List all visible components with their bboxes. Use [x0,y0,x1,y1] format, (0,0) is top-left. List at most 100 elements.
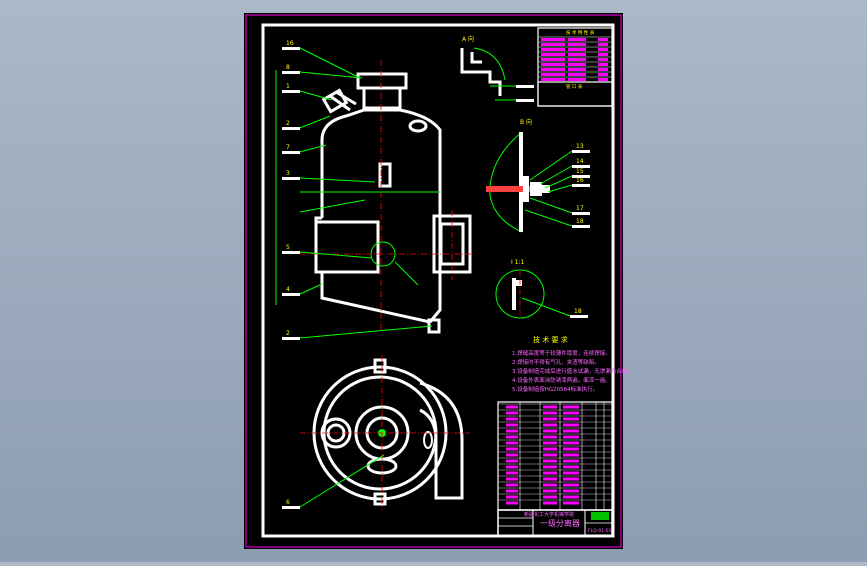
balloon-left-0: 16 [286,40,294,47]
parts-table-cell [543,501,557,505]
parts-table-cell [506,501,518,505]
balloon-right-5: 18 [576,218,584,225]
front-view [314,72,472,334]
spec-table-cell [541,63,565,66]
tech-req-0: 1.焊缝高度等于较薄件厚度，连续焊接。 [512,349,611,357]
parts-table-cell [563,405,579,409]
parts-table-cell [506,423,518,427]
spec-table-cell [598,58,608,61]
parts-table-cell [563,435,579,439]
detail-i: 18 [495,269,588,319]
spec-table-cell [568,53,586,56]
front-centerlines [300,60,475,330]
parts-table-cell [506,471,518,475]
balloon-right-6: 18 [574,308,582,315]
parts-table-cell [506,435,518,439]
spec-table-cell [568,48,586,51]
view-a-label: A 向 [462,35,474,43]
spec-table-cell [598,38,608,41]
parts-table-cell [543,423,557,427]
view-a-arc [473,47,506,81]
nozzle-table-title: 管 口 表 [566,83,583,90]
parts-table-cell [506,429,518,433]
tech-req-1: 2.焊接时不得有气孔、夹渣等缺陷。 [512,358,600,366]
parts-table-cell [563,417,579,421]
spec-table-cell [598,73,608,76]
spec-table-cell [568,43,586,46]
view-b-balloons [572,150,590,228]
balloon-right-4: 17 [576,205,584,212]
parts-table-cell [563,471,579,475]
view-a-leaders [490,85,516,101]
parts-table-cell [506,465,518,469]
parts-table-cell [563,477,579,481]
parts-table-cell [506,405,518,409]
parts-table-cell [506,441,518,445]
parts-table-cell [563,465,579,469]
parts-table-cell [543,429,557,433]
parts-table-cell [563,483,579,487]
spec-table-cell [568,68,586,71]
parts-table-cell [563,441,579,445]
balloon-right-0: 13 [576,143,584,150]
parts-table-cell [543,411,557,415]
tech-req-3: 4.设备外表面涂防锈漆两遍，面漆一遍。 [512,376,611,384]
view-b-numbers: 13 14 15 16 17 18 [576,143,584,225]
top-view-leader [299,454,385,508]
spec-table-cell [598,48,608,51]
spec-table-cell [541,68,565,71]
spec-table-cell [541,38,565,41]
spec-table-cell [568,78,586,81]
view-b [486,131,550,233]
balloon-left-3: 2 [286,120,290,127]
balloon-left-8: 2 [286,330,290,337]
parts-table-cell [506,447,518,451]
top-view-centerlines [300,355,470,510]
parts-table-cell [506,417,518,421]
title-block: 一级分离器 新疆化工大学机械学院 FLQ-01-01 [497,509,613,537]
parts-table-cell [543,489,557,493]
balloon-left-2: 1 [286,83,290,90]
spec-table-cell [598,43,608,46]
inner-border [261,23,615,538]
parts-table-cell [506,495,518,499]
balloon-right-2: 15 [576,168,584,175]
spec-table-cell [598,78,608,81]
balloon-left-7: 4 [286,286,290,293]
parts-table-cell [563,447,579,451]
drawing-sheet [244,13,623,549]
parts-table-cell [506,411,518,415]
spec-table-cell [598,68,608,71]
parts-list-table [497,401,613,511]
balloon-left-1: 8 [286,64,290,71]
parts-table-cell [563,459,579,463]
view-b-label: B 向 [520,118,532,126]
company-name: 新疆化工大学机械学院 [524,511,574,518]
spec-table-cell [598,53,608,56]
spec-table-cell [541,48,565,51]
parts-table-cell [563,411,579,415]
parts-table-cell [563,495,579,499]
tech-requirements: 技 术 要 求 1.焊缝高度等于较薄件厚度，连续焊接。 2.焊接时不得有气孔、夹… [512,335,633,393]
parts-table-cell [543,447,557,451]
parts-table-cell [543,435,557,439]
parts-table-cell [506,483,518,487]
drawing-number: FLQ-01-01 [588,528,612,534]
spec-table-cell [541,58,565,61]
parts-table-cell [543,459,557,463]
tech-req-2: 3.设备制造完成后进行盛水试漏，无渗漏为合格。 [512,367,633,375]
view-a [460,48,502,96]
parts-table-cell [543,477,557,481]
design-spec-table: 技 术 特 性 表 管 口 表 [537,27,613,107]
parts-table-cell [543,495,557,499]
title-stamp [591,512,609,520]
spec-table-cell [541,73,565,76]
parts-table-cell [543,441,557,445]
left-balloons: 16 8 1 2 7 3 5 4 2 6 [282,40,300,509]
detail-i-label: I 1:1 [511,259,525,266]
parts-table-cell [506,459,518,463]
design-table-title: 技 术 特 性 表 [566,29,595,36]
spec-table-cell [541,43,565,46]
parts-table-cell [506,477,518,481]
